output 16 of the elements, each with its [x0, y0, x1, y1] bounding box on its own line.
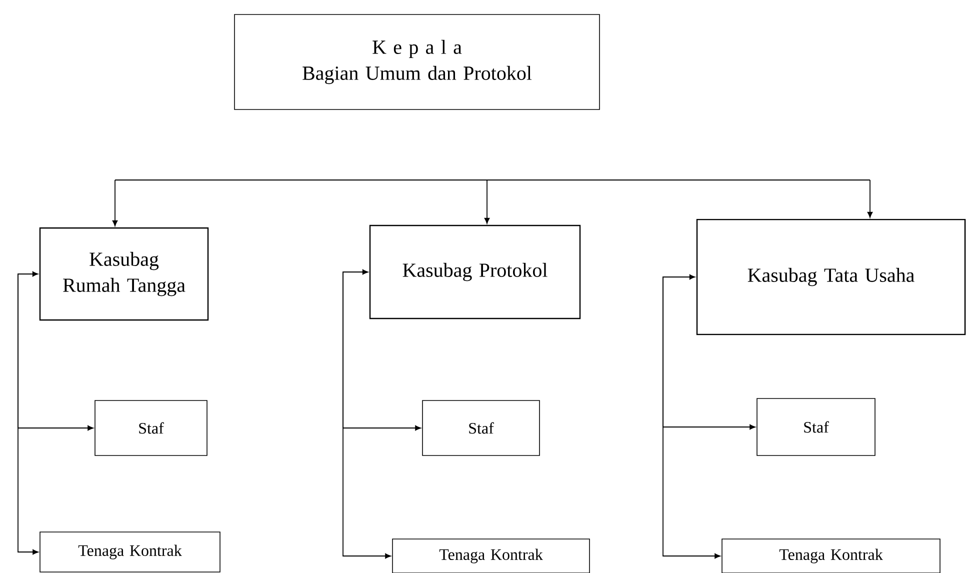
title-box: K e p a l a Bagian Umum dan Protokol [234, 14, 600, 110]
arrow [18, 274, 38, 555]
unit-box: Kasubag Protokol [369, 224, 581, 320]
staff-box: Staf [756, 398, 876, 456]
staff-box: Tenaga Kontrak [392, 538, 590, 573]
unit-box: Kasubag Tata Usaha [696, 218, 966, 336]
arrow [342, 272, 391, 559]
unit-box: Kasubag Rumah Tangga [39, 227, 209, 321]
staff-box: Staf [94, 400, 208, 456]
arrow [112, 180, 118, 226]
staff-box: Tenaga Kontrak [722, 538, 940, 573]
arrow [662, 276, 720, 559]
arrow [484, 180, 490, 224]
arrow [867, 180, 873, 218]
staff-box: Staf [422, 400, 540, 456]
staff-box: Tenaga Kontrak [40, 532, 220, 572]
